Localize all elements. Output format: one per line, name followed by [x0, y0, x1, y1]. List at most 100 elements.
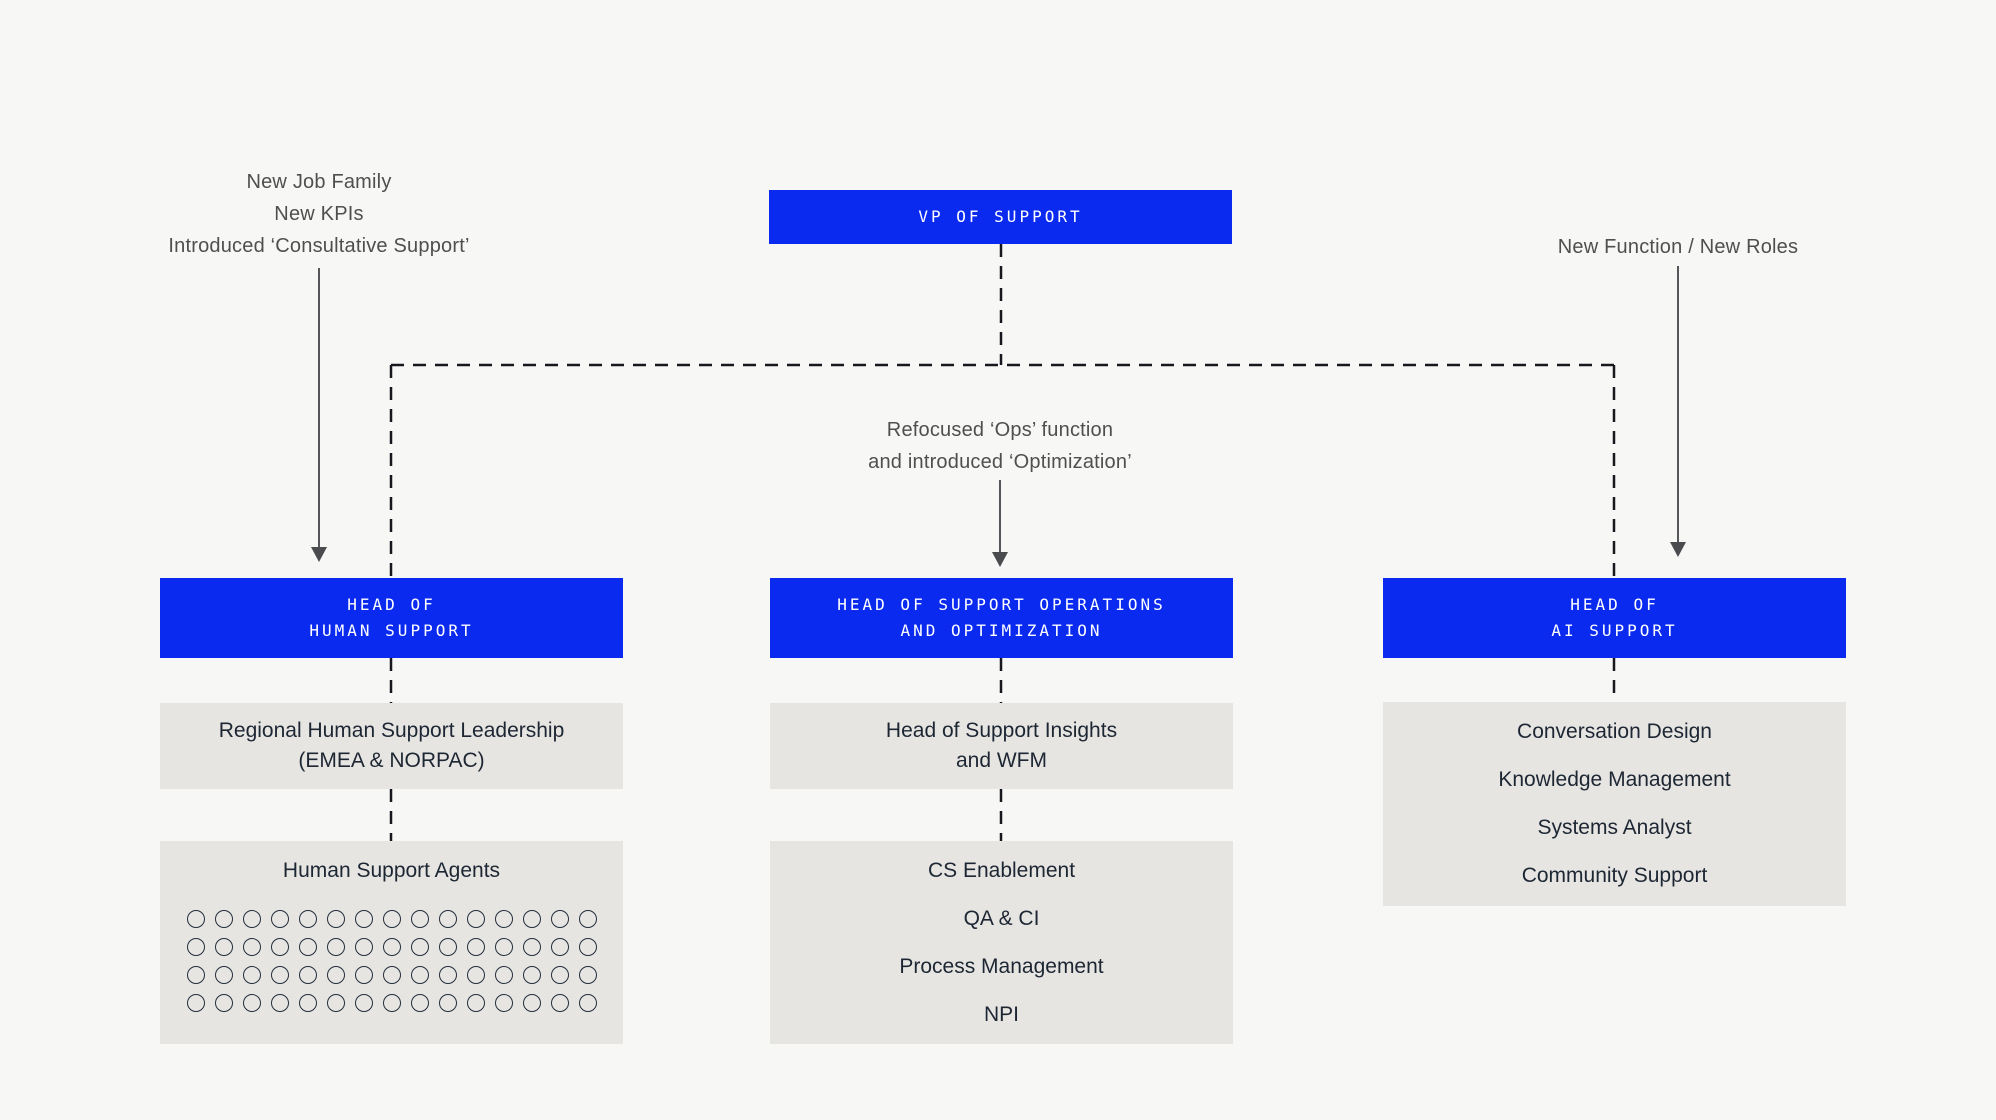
- agent-circle-icon: [578, 910, 597, 928]
- agent-circle-icon: [466, 966, 485, 984]
- card-support-insights-wfm: Head of Support Insights and WFM: [770, 703, 1233, 789]
- agent-circle-icon: [326, 910, 345, 928]
- agent-circle-icon: [186, 994, 205, 1012]
- arrowheads: [311, 542, 1686, 567]
- agent-circle-icon: [214, 938, 233, 956]
- agent-row: [186, 938, 597, 956]
- agent-row: [186, 910, 597, 928]
- annotation-refocused-ops: Refocused ‘Ops’ function and introduced …: [750, 414, 1250, 478]
- agent-circle-icon: [242, 938, 261, 956]
- agent-circle-icon: [382, 966, 401, 984]
- node-head-of-ai-support: HEAD OF AI SUPPORT: [1383, 578, 1846, 658]
- agent-circle-icon: [270, 994, 289, 1012]
- agent-circle-icon: [522, 966, 541, 984]
- node-label-line: HUMAN SUPPORT: [309, 621, 474, 640]
- annotation-new-function: New Function / New Roles: [1428, 231, 1928, 263]
- agent-row: [186, 994, 597, 1012]
- node-head-of-human-support: HEAD OF HUMAN SUPPORT: [160, 578, 623, 658]
- node-label-line: HEAD OF: [1570, 595, 1659, 614]
- card-ai-roles: Conversation Design Knowledge Management…: [1383, 702, 1846, 906]
- right-arrowhead-icon: [1670, 542, 1686, 557]
- agent-circle-icon: [326, 938, 345, 956]
- list-item: Systems Analyst: [1537, 816, 1692, 839]
- agent-circle-icon: [522, 938, 541, 956]
- agent-circle-icon: [522, 994, 541, 1012]
- card-line: Regional Human Support Leadership: [218, 719, 565, 742]
- middle-arrowhead-icon: [992, 552, 1008, 567]
- annotation-line: New Job Family: [246, 171, 392, 193]
- agent-circle-icon: [186, 910, 205, 928]
- agent-circle-icon: [214, 994, 233, 1012]
- card-line: (EMEA & NORPAC): [298, 749, 485, 772]
- agent-circle-icon: [466, 910, 485, 928]
- agent-circle-icon: [438, 938, 457, 956]
- list-item: Conversation Design: [1517, 720, 1712, 743]
- agent-row: [186, 966, 597, 984]
- agent-circle-icon: [214, 910, 233, 928]
- card-human-support-agents: Human Support Agents: [160, 841, 623, 1044]
- node-label: VP OF SUPPORT: [918, 207, 1083, 226]
- agent-circle-icon: [298, 910, 317, 928]
- agent-circle-icon: [298, 966, 317, 984]
- agent-circle-icon: [270, 910, 289, 928]
- agent-circle-icon: [354, 994, 373, 1012]
- list-item: QA & CI: [963, 906, 1040, 930]
- annotation-line: New Function / New Roles: [1557, 236, 1799, 258]
- agent-circle-icon: [438, 910, 457, 928]
- card-regional-leadership: Regional Human Support Leadership (EMEA …: [160, 703, 623, 789]
- agent-circle-icon: [578, 966, 597, 984]
- list-item: Process Management: [899, 954, 1104, 978]
- list-item: CS Enablement: [927, 858, 1076, 882]
- agent-circle-icon: [438, 966, 457, 984]
- node-head-of-support-operations: HEAD OF SUPPORT OPERATIONS AND OPTIMIZAT…: [770, 578, 1233, 658]
- agent-circle-icon: [270, 966, 289, 984]
- annotation-line: Refocused ‘Ops’ function: [886, 419, 1114, 441]
- agent-circle-icon: [550, 910, 569, 928]
- agent-circle-icon: [382, 938, 401, 956]
- node-label-line: HEAD OF: [347, 595, 436, 614]
- agent-circle-icon: [382, 910, 401, 928]
- annotation-line: Introduced ‘Consultative Support’: [168, 235, 470, 257]
- annotation-new-job-family: New Job Family New KPIs Introduced ‘Cons…: [69, 166, 569, 262]
- list-item: Knowledge Management: [1498, 768, 1731, 791]
- agent-circle-icon: [270, 938, 289, 956]
- agent-grid: [186, 910, 597, 1012]
- node-label-line: AND OPTIMIZATION: [900, 621, 1103, 640]
- agent-circle-icon: [214, 966, 233, 984]
- node-label-line: AI SUPPORT: [1551, 621, 1678, 640]
- agent-circle-icon: [242, 966, 261, 984]
- agent-circle-icon: [410, 966, 429, 984]
- agent-circle-icon: [242, 910, 261, 928]
- list-item: Community Support: [1521, 864, 1708, 887]
- dashed-connectors: [389, 244, 1616, 841]
- card-line: Head of Support Insights: [885, 719, 1118, 742]
- left-arrowhead-icon: [311, 547, 327, 562]
- agent-circle-icon: [186, 966, 205, 984]
- agent-circle-icon: [354, 966, 373, 984]
- agent-circle-icon: [354, 938, 373, 956]
- agent-circle-icon: [550, 994, 569, 1012]
- agent-circle-icon: [494, 966, 513, 984]
- agent-circle-icon: [466, 994, 485, 1012]
- agent-circle-icon: [578, 938, 597, 956]
- agent-circle-icon: [298, 938, 317, 956]
- agent-circle-icon: [522, 910, 541, 928]
- agent-circle-icon: [494, 994, 513, 1012]
- agent-circle-icon: [326, 966, 345, 984]
- agent-circle-icon: [410, 910, 429, 928]
- agent-circle-icon: [550, 966, 569, 984]
- agent-circle-icon: [494, 938, 513, 956]
- card-title: Human Support Agents: [282, 859, 501, 882]
- agent-circle-icon: [326, 994, 345, 1012]
- agent-circle-icon: [410, 938, 429, 956]
- agent-circle-icon: [186, 938, 205, 956]
- agent-circle-icon: [242, 994, 261, 1012]
- annotation-line: and introduced ‘Optimization’: [868, 451, 1132, 473]
- agent-circle-icon: [494, 910, 513, 928]
- card-ops-teams: CS Enablement QA & CI Process Management…: [770, 841, 1233, 1044]
- agent-circle-icon: [550, 938, 569, 956]
- node-label-line: HEAD OF SUPPORT OPERATIONS: [837, 595, 1166, 614]
- list-item: NPI: [983, 1002, 1019, 1026]
